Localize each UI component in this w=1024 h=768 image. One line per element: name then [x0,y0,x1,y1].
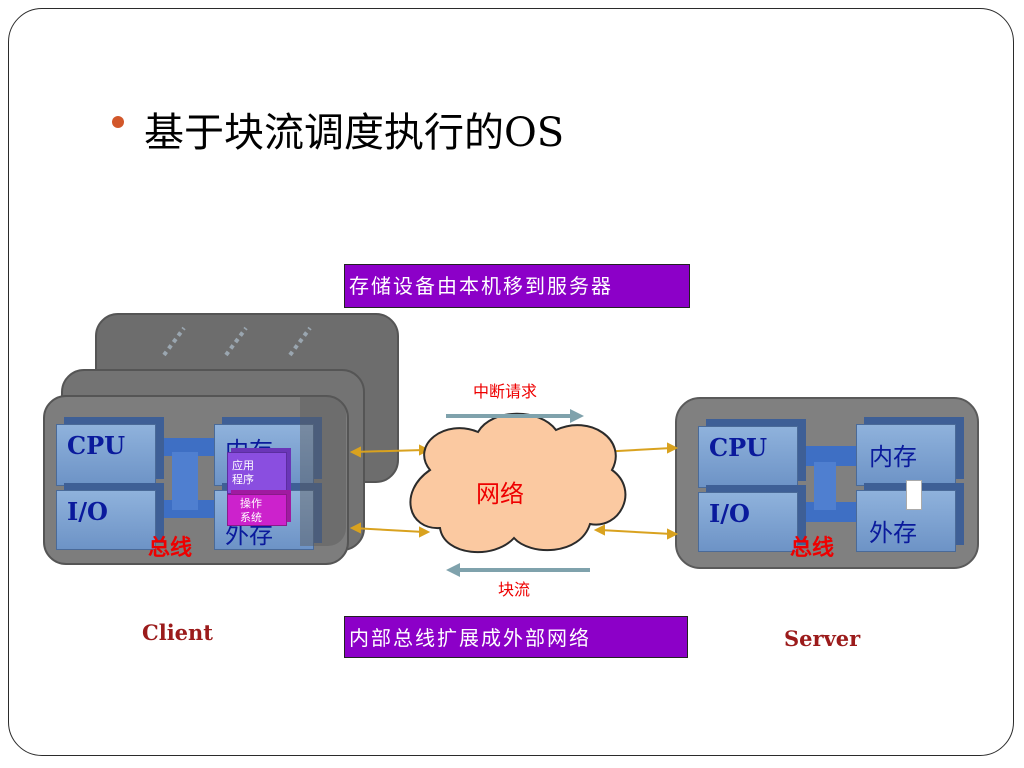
client-bus-vertical [172,452,198,510]
client-io-chip: I/O [56,490,156,550]
server-bus-bottom [790,502,870,522]
server-caption: Server [784,626,861,651]
server-memory-label: 内存 [869,443,917,471]
client-arrow-bottom [351,527,425,533]
client-arrow-bottom-head-left [349,522,361,534]
server-arrow-bottom [599,529,673,535]
client-caption: Client [142,620,213,645]
server-bus-top [790,446,870,466]
banner-top: 存储设备由本机移到服务器 [344,264,690,308]
client-os-block: 操作系统 [227,494,287,526]
slide-frame [8,8,1014,756]
client-os-label: 操作系统 [240,497,262,524]
server-arrow-top-head-right [667,442,679,454]
bullet-dot-icon [112,116,124,128]
client-io-label: I/O [67,497,108,526]
server-io-chip: I/O [698,492,798,552]
blockflow-label: 块流 [498,580,531,599]
client-arrow-bottom-head-right [419,526,431,538]
network-label: 网络 [476,480,524,508]
client-back-bar-2 [224,326,248,357]
client-cpu-label: CPU [67,431,126,460]
server-arrow-bottom-head-right [667,528,679,540]
server-bus-label: 总线 [790,536,835,561]
server-bus-vertical [814,462,836,510]
client-back-bar-3 [288,326,312,357]
client-arrow-top-head-left [349,446,361,458]
server-cpu-label: CPU [709,433,768,462]
slide-title-text: 基于块流调度执行的OS [144,110,565,156]
blockflow-arrow-head [446,563,460,577]
client-back-bar-1 [162,326,186,357]
client-bus-top [148,438,228,456]
interrupt-arrow-head [570,409,584,423]
network-cloud [409,412,627,554]
client-stack-shade [300,396,346,546]
client-app-block: 应用程序 [227,452,287,494]
server-memory-chip: 内存 [856,424,956,486]
server-cpu-chip: CPU [698,426,798,488]
server-storage-label: 外存 [869,519,917,547]
banner-bottom: 内部总线扩展成外部网络 [344,616,688,658]
interrupt-label: 中断请求 [473,382,538,401]
client-bus-label: 总线 [148,536,193,561]
server-io-label: I/O [709,499,750,528]
client-app-label: 应用程序 [232,459,254,486]
server-connector-block [906,480,922,510]
client-cpu-chip: CPU [56,424,156,486]
server-arrow-bottom-head-left [593,524,605,536]
client-arrow-top [351,449,425,453]
